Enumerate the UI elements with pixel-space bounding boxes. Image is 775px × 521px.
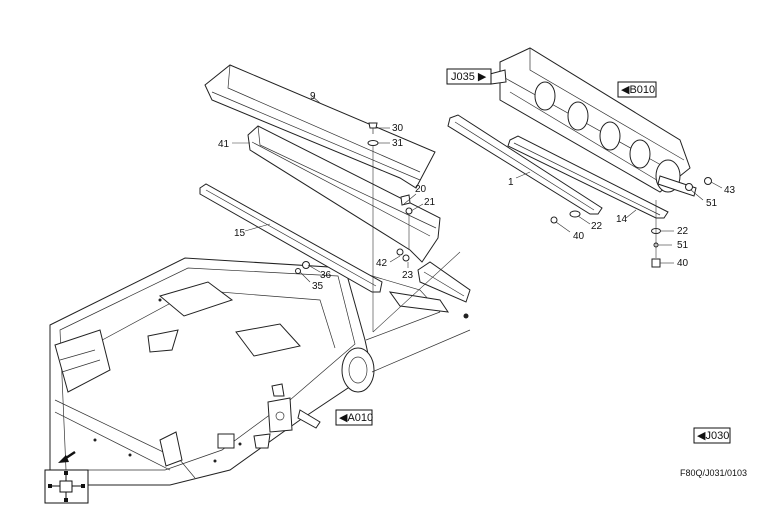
- label-51a: 51: [706, 198, 718, 209]
- label-43: 43: [724, 185, 736, 196]
- ref-box-j030[interactable]: ◀J030: [693, 427, 731, 444]
- label-30: 30: [392, 123, 404, 134]
- ref-box-b010[interactable]: ◀B010: [617, 81, 657, 98]
- part-41-channel[interactable]: [247, 125, 441, 263]
- svg-text:◀B010: ◀B010: [621, 84, 655, 96]
- label-36: 36: [320, 270, 332, 281]
- part-15-strip[interactable]: [199, 183, 383, 293]
- rotor-assembly[interactable]: [489, 47, 697, 197]
- label-20: 20: [415, 184, 427, 195]
- fasteners: [295, 122, 712, 274]
- label-14: 14: [616, 214, 628, 225]
- label-22a: 22: [591, 221, 603, 232]
- leader-lines: [232, 95, 723, 333]
- ref-box-j035[interactable]: J035 ▶: [446, 68, 492, 85]
- label-23: 23: [402, 270, 414, 281]
- bracket-piece[interactable]: [417, 261, 471, 303]
- label-15: 15: [234, 228, 246, 239]
- label-35: 35: [312, 281, 324, 292]
- part-1-bar[interactable]: [447, 114, 603, 215]
- svg-text:◀J030: ◀J030: [697, 430, 729, 442]
- label-40a: 40: [573, 231, 585, 242]
- ref-box-a010[interactable]: ◀A010: [335, 409, 373, 426]
- label-31: 31: [392, 138, 404, 149]
- label-40b: 40: [677, 258, 689, 269]
- part-9-cover[interactable]: [204, 64, 436, 189]
- label-51b: 51: [677, 240, 689, 251]
- machine-frame: [49, 257, 471, 486]
- label-42: 42: [376, 258, 388, 269]
- label-9: 9: [310, 91, 316, 102]
- label-22b: 22: [677, 226, 689, 237]
- part-labels: 9 41 15 30 31 20 21 42 23 36 35 1 22 40 …: [218, 91, 736, 292]
- drawing-code: F80Q/J031/0103: [680, 468, 747, 478]
- svg-text:◀A010: ◀A010: [339, 412, 373, 424]
- label-1: 1: [508, 177, 514, 188]
- label-41: 41: [218, 139, 230, 150]
- part-14-bar[interactable]: [507, 135, 669, 219]
- svg-text:J035 ▶: J035 ▶: [451, 71, 487, 83]
- orientation-arrow-icon: [58, 450, 76, 463]
- label-21: 21: [424, 197, 436, 208]
- orientation-compass-icon: [44, 469, 89, 504]
